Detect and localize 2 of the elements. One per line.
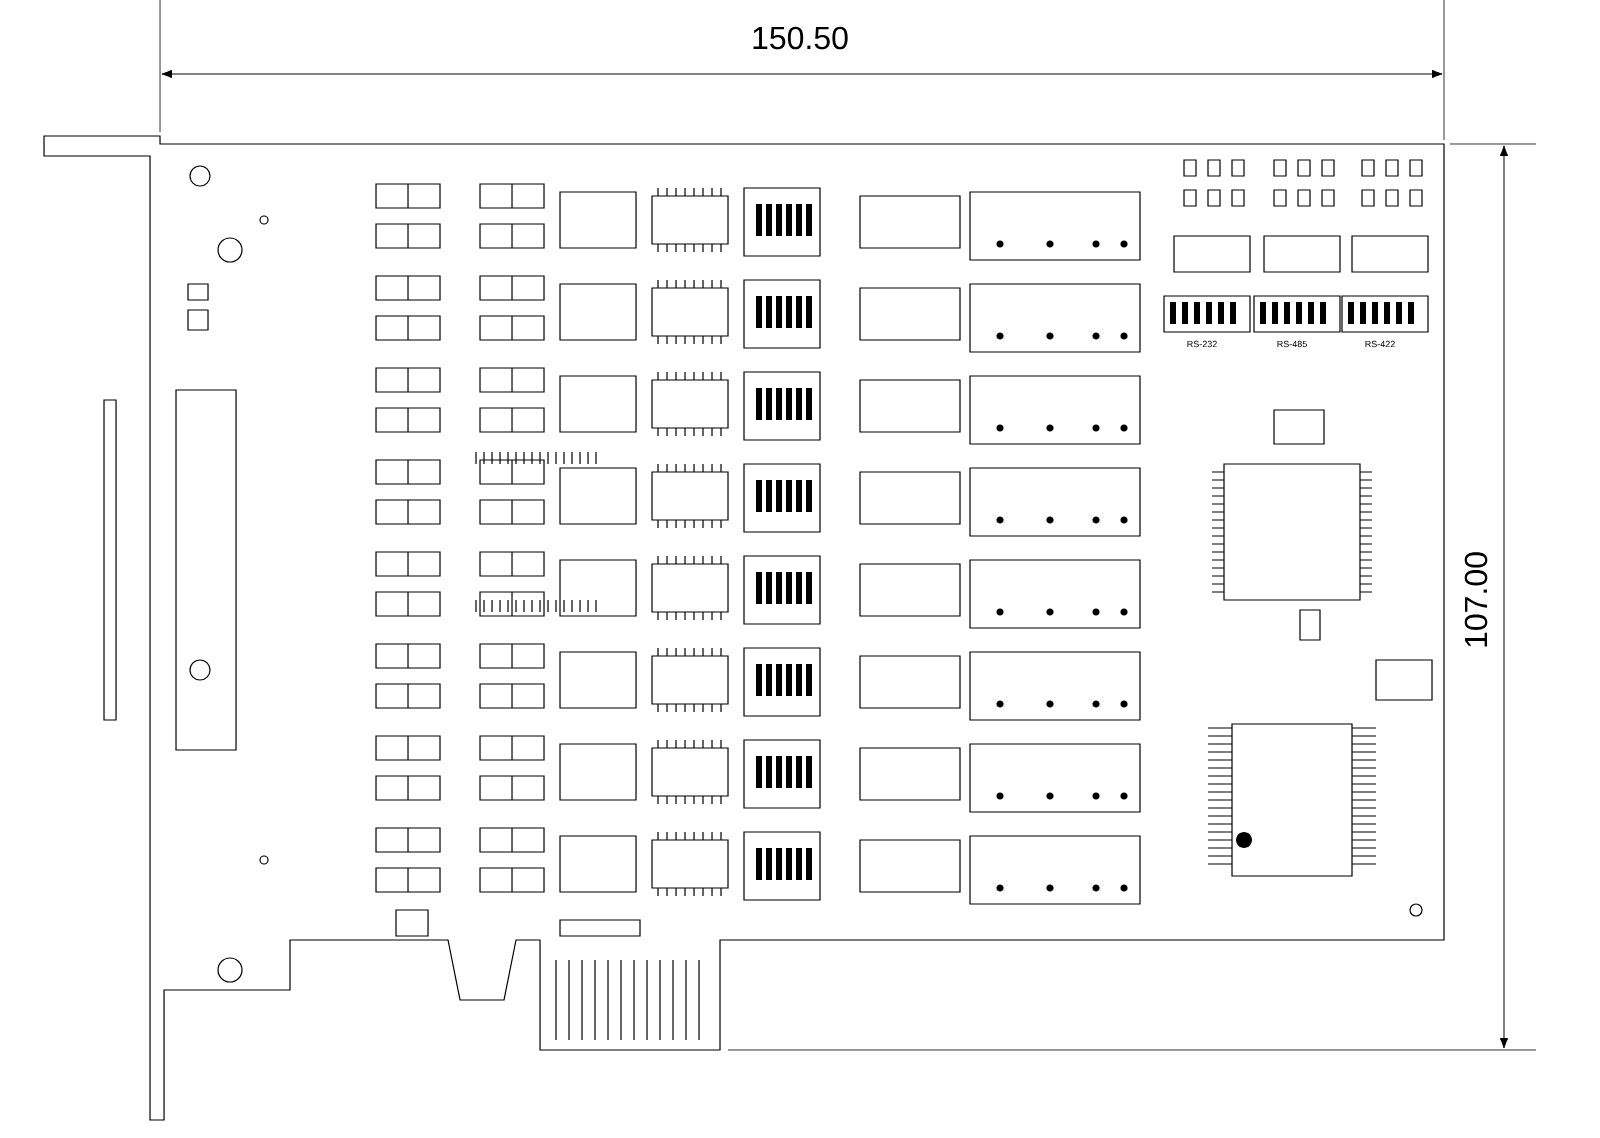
dimension-text: 150.50 — [753, 26, 848, 50]
dimension-text: 107.00 — [1464, 552, 1488, 647]
